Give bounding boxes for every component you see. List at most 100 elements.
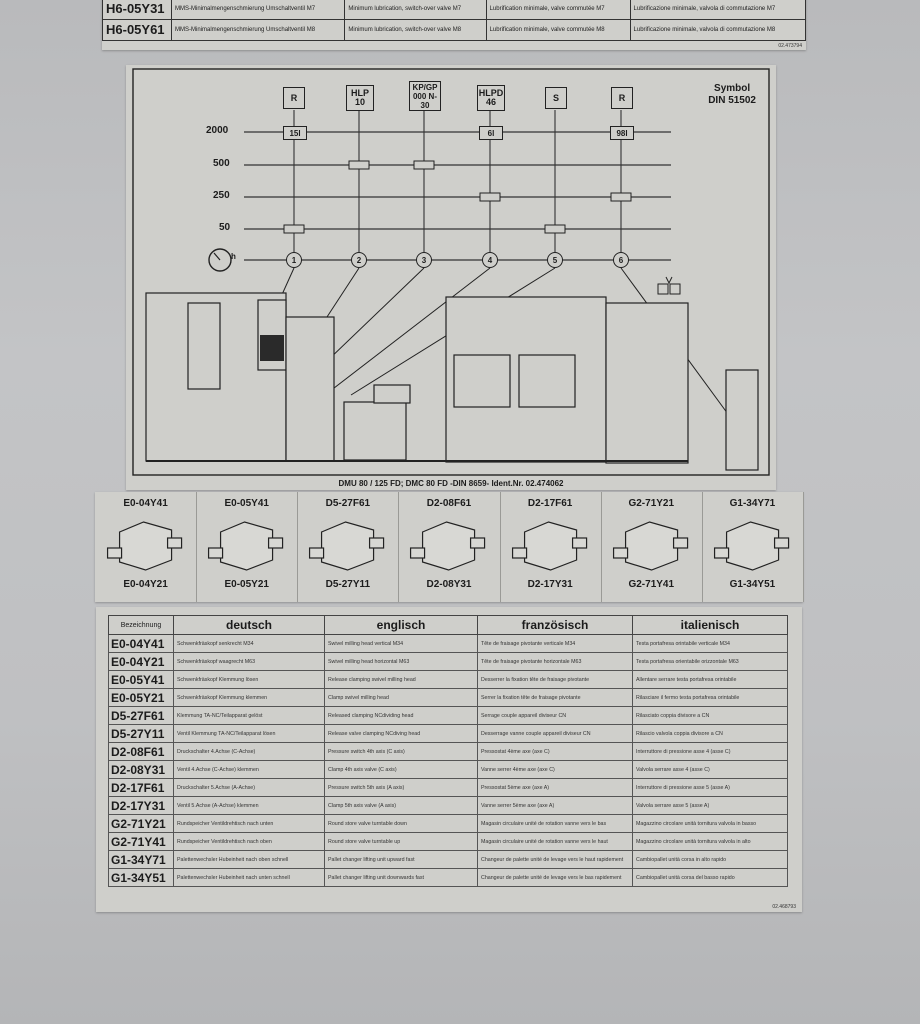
level-label: 2000 xyxy=(206,125,229,136)
cell-deutsch: MMS-Minimalmengenschmierung Umschaltvent… xyxy=(170,0,346,20)
cell-deutsch: MMS-Minimalmengenschmierung Umschaltvent… xyxy=(170,19,346,41)
cell-italienisch: Testa portafresa orientabile orizzontale… xyxy=(632,652,788,671)
cell-franzoesisch: Serrage couple appareil diviseur CN xyxy=(477,706,633,725)
cell-englisch: Pallet changer lifting unit upward fast xyxy=(324,850,478,869)
cell-deutsch: Klemmung TA-NC/Teilapparat gelöst xyxy=(173,706,325,725)
cell-italienisch: Magazzino circolare unità tornitura valv… xyxy=(632,814,788,833)
cell-deutsch: Rundspeicher Ventildrehtisch nach unten xyxy=(173,814,325,833)
cell-franzoesisch: Desserrage vanne couple appareil diviseu… xyxy=(477,724,633,743)
valve-bottom-code: G1-34Y51 xyxy=(729,579,776,590)
valve-icon xyxy=(612,521,688,571)
cell-deutsch: Palettenwechsler Hubeinheit nach oben sc… xyxy=(173,850,325,869)
valve-bottom-code: D2-17Y31 xyxy=(527,579,573,590)
valve-top-code: E0-04Y41 xyxy=(123,498,168,509)
valve-code: D2-08Y31 xyxy=(108,760,174,779)
col-header-bezeichnung: Bezeichnung xyxy=(108,615,174,635)
lubricant-amount: 6l xyxy=(479,126,503,140)
cell-deutsch: Ventil 5.Achse (A-Achse) klemmen xyxy=(173,796,325,815)
lubricant-code-box: HLPD 46 xyxy=(477,85,505,111)
cell-englisch: Swivel milling head horizontal M63 xyxy=(324,652,478,671)
hour-symbol: h xyxy=(231,252,236,261)
cell-deutsch: Schwenkfräskopf Klemmung lösen xyxy=(173,670,325,689)
cell-englisch: Clamp 5th axis valve (A axis) xyxy=(324,796,478,815)
valve-icon xyxy=(309,521,385,571)
cell-franzoesisch: Changeur de palette unité de levage vers… xyxy=(477,850,633,869)
cell-deutsch: Schwenkfräskopf waagrecht M63 xyxy=(173,652,325,671)
col-header-englisch: englisch xyxy=(324,615,478,635)
cell-deutsch: Schwenkfräskopf senkrecht M34 xyxy=(173,634,325,653)
lube-point-number: 2 xyxy=(351,252,367,268)
ident-number: 02.468793 xyxy=(772,904,796,910)
cell-italienisch: Cambiopallet unità corsa del basso rapid… xyxy=(632,868,788,887)
valve-code: E0-04Y41 xyxy=(108,634,174,653)
valve-designation-table: Bezeichnung deutsch englisch französisch… xyxy=(96,607,802,912)
col-header-deutsch: deutsch xyxy=(173,615,325,635)
cell-deutsch: Rundspeicher Ventildrehtisch nach oben xyxy=(173,832,325,851)
cell-franzoesisch: Changeur de palette unité de levage vers… xyxy=(477,868,633,887)
cell-italienisch: Interruttore di pressione asse 5 (asse A… xyxy=(632,778,788,797)
cell-franzoesisch: Magasin circulaire unité de rotation van… xyxy=(477,814,633,833)
cell-franzoesisch: Serrer la fixation tête de fraisage pivo… xyxy=(477,688,633,707)
valve-icon xyxy=(410,521,486,571)
cell-deutsch: Ventil 4.Achse (C-Achse) klemmen xyxy=(173,760,325,779)
valve-top-code: G1-34Y71 xyxy=(729,498,776,509)
cell-italienisch: Rilascio valvola coppia divisore a CN xyxy=(632,724,788,743)
cell-italienisch: Cambiopallet unità corsa in alto rapido xyxy=(632,850,788,869)
valve-top-code: G2-71Y21 xyxy=(628,498,675,509)
valve-icon xyxy=(511,521,587,571)
valve-code: E0-05Y41 xyxy=(108,670,174,689)
level-label: 500 xyxy=(213,158,230,169)
lubricant-code-box: S xyxy=(545,87,567,109)
valve-bottom-code: D5-27Y11 xyxy=(325,579,371,590)
cell-italienisch: Rilasciare il fermo testa portafresa ori… xyxy=(632,688,788,707)
cell-italienisch: Valvola serrare asse 5 (asse A) xyxy=(632,796,788,815)
lubricant-code-box: HLP 10 xyxy=(346,85,374,111)
valve-code: D5-27Y11 xyxy=(108,724,174,743)
valve-code: G2-71Y21 xyxy=(108,814,174,833)
valve-top-code: D2-17F61 xyxy=(527,498,573,509)
cell-italienisch: Testa portafresa orintabile verticale M3… xyxy=(632,634,788,653)
lubricant-code-box: R xyxy=(283,87,305,109)
top-valve-table: H6-05Y31 MMS-Minimalmengenschmierung Ums… xyxy=(102,0,807,41)
lubricant-code-box: R xyxy=(611,87,633,109)
cell-englisch: Pallet changer lifting unit downwards fa… xyxy=(324,868,478,887)
lube-point-number: 5 xyxy=(547,252,563,268)
cell-englisch: Minimum lubrication, switch-over valve M… xyxy=(344,19,487,41)
level-label: 50 xyxy=(219,222,231,233)
cell-englisch: Released clamping NCdividing head xyxy=(324,706,478,725)
cell-englisch: Round store valve turntable up xyxy=(324,832,478,851)
cell-italienisch: Interruttore di pressione asse 4 (asse C… xyxy=(632,742,788,761)
cell-italienisch: Lubrificazione minimale, valvola di comm… xyxy=(629,19,807,41)
lubricant-amount: 15l xyxy=(283,126,307,140)
lubricant-code-box: KP/GP 000 N-30 xyxy=(409,81,441,111)
level-label: 250 xyxy=(213,190,230,201)
cell-englisch: Clamp swivel milling head xyxy=(324,688,478,707)
lubricant-amount: 98l xyxy=(610,126,634,140)
valve-bottom-code: E0-04Y21 xyxy=(123,579,168,590)
cell-englisch: Swivel milling head vertical M34 xyxy=(324,634,478,653)
table-row: H6-05Y61 MMS-Minimalmengenschmierung Ums… xyxy=(102,19,807,41)
cell-deutsch: Druckschalter 4.Achse (C-Achse) xyxy=(173,742,325,761)
cell-deutsch: Palettenwechsler Hubeinheit nach unten s… xyxy=(173,868,325,887)
valve-top-code: D2-08F61 xyxy=(426,498,472,509)
cell-englisch: Pressure switch 5th axis (A axis) xyxy=(324,778,478,797)
symbol-title: Symbol xyxy=(714,83,751,94)
table-row: H6-05Y31 MMS-Minimalmengenschmierung Ums… xyxy=(102,0,807,20)
cell-italienisch: Lubrificazione minimale, valvola di comm… xyxy=(629,0,807,20)
valve-code: D5-27F61 xyxy=(108,706,174,725)
valve-code: D2-17F61 xyxy=(108,778,174,797)
valve-code: G1-34Y51 xyxy=(108,868,174,887)
table-header-row: Bezeichnung deutsch englisch französisch… xyxy=(108,615,788,635)
